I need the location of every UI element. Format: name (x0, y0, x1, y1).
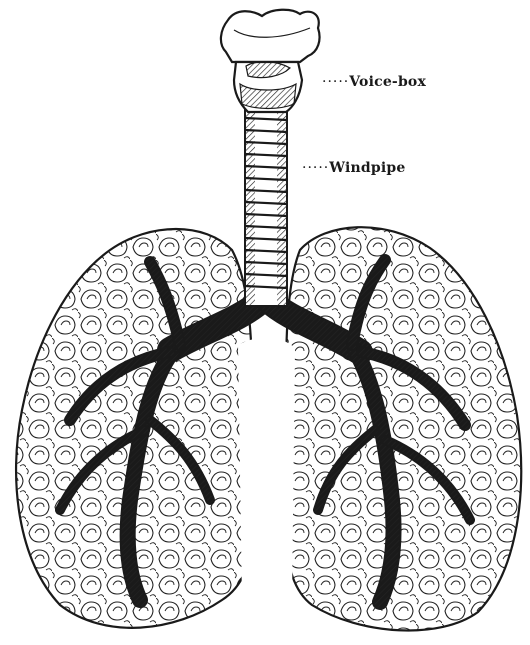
voice-box-label-text: Voice-box (349, 74, 426, 90)
right-lung (286, 227, 521, 630)
windpipe-label: ·····Windpipe (302, 160, 405, 176)
leader-dots: ····· (322, 74, 349, 90)
voice-box-label: ·····Voice-box (322, 74, 426, 90)
voice-box (221, 10, 320, 112)
leader-dots: ····· (302, 160, 329, 176)
windpipe-label-text: Windpipe (329, 160, 405, 176)
windpipe (245, 108, 287, 306)
